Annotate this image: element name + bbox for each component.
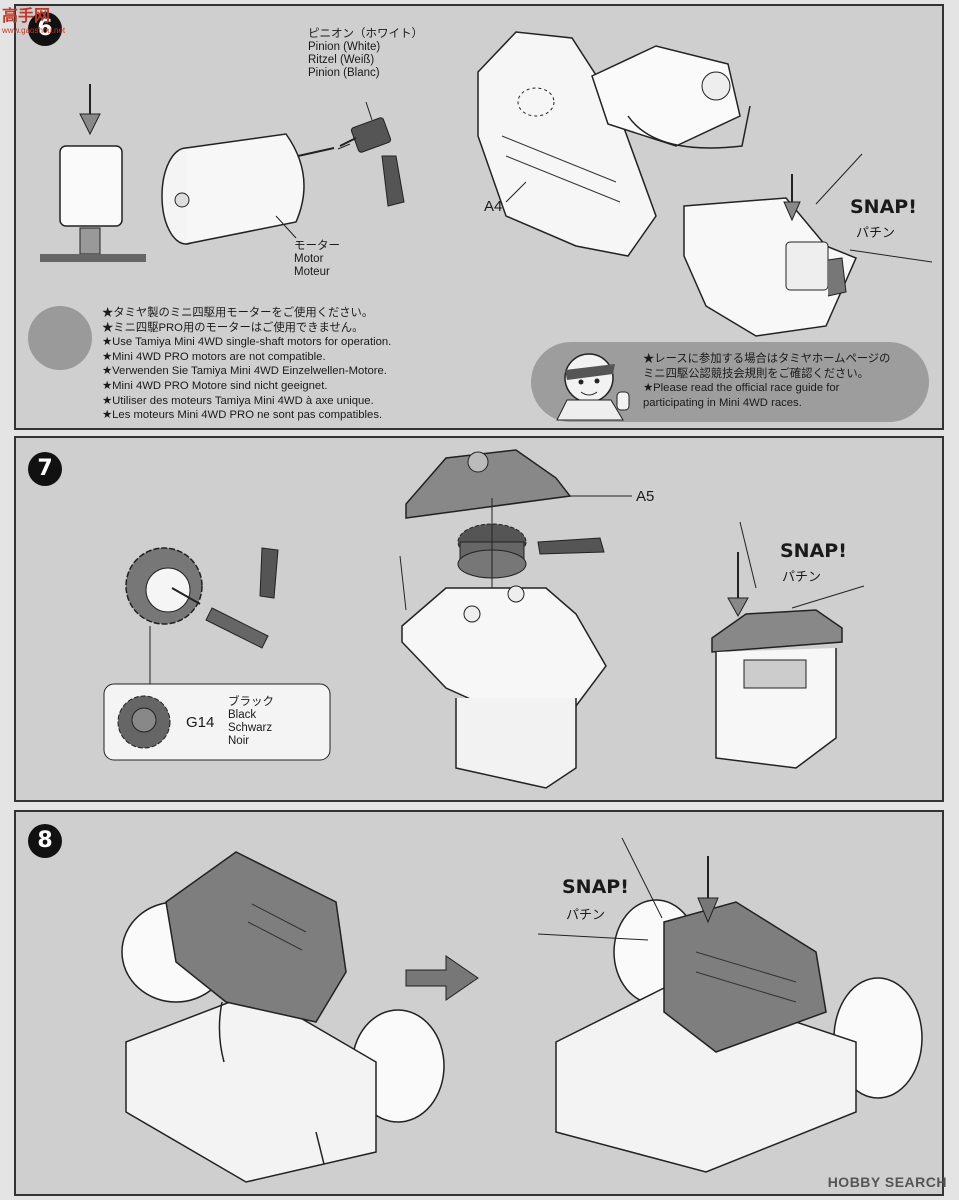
pinion-label-de: Ritzel (Weiß) <box>308 54 375 66</box>
color-label-en: Black <box>228 709 257 721</box>
race-notice-box: ★レースに参加する場合はタミヤホームページの ミニ四駆公認競技会規則をご確認くだ… <box>531 342 929 422</box>
watermark-top-sub: www.gaoshou.net <box>2 26 66 35</box>
step-number: 7 <box>28 452 62 486</box>
snap-label: SNAP! <box>850 196 917 218</box>
cover-a5-drawing <box>405 449 632 519</box>
race-note-line: participating in Mini 4WD races. <box>643 396 802 409</box>
motor-drawing <box>161 133 335 245</box>
color-label-jp: ブラック <box>228 696 274 708</box>
color-label-de: Schwarz <box>228 722 273 734</box>
step-number: 8 <box>28 824 62 858</box>
gear-drawing <box>457 498 605 598</box>
motor-label: モーター Motor Moteur <box>294 240 340 279</box>
pinion-label-fr: Pinion (Blanc) <box>308 67 380 79</box>
mascot-icon <box>556 353 630 421</box>
gearbox-a4-drawing <box>477 31 657 257</box>
part-a4-label: A4 <box>484 198 503 215</box>
note-line: ★Mini 4WD PRO Motore sind nicht geeignet… <box>102 379 328 392</box>
chassis-left-drawing <box>121 851 445 1183</box>
note-line: ★Verwenden Sie Tamiya Mini 4WD Einzelwel… <box>102 365 387 378</box>
snap-detail-drawing <box>683 174 857 337</box>
snap-label: SNAP! <box>780 540 847 562</box>
part-g14-label: G14 <box>186 714 215 731</box>
motor-top-drawing <box>591 45 751 149</box>
race-notice-text: ★レースに参加する場合はタミヤホームページの ミニ四駆公認競技会規則をご確認くだ… <box>643 352 890 410</box>
next-arrow-icon <box>405 955 479 1001</box>
step-6-illustration <box>28 31 933 370</box>
step-7-panel: 7 A5 G14 ブラック Black Schwarz Noir SNAP! パ… <box>14 436 944 802</box>
part-a5-label: A5 <box>636 488 655 505</box>
step-8-panel: 8 SNAP! パチン <box>14 810 944 1196</box>
note-line: ★Utiliser des moteurs Tamiya Mini 4WD à … <box>102 394 374 407</box>
pinion-drawing <box>337 117 392 153</box>
race-note-line: ★Please read the official race guide for <box>643 382 840 394</box>
race-note-line: ★レースに参加する場合はタミヤホームページの <box>643 353 891 365</box>
watermark-top-text: 高手网 <box>2 8 51 25</box>
note-line: ★タミヤ製のミニ四駆用モーターをご使用ください。 <box>102 307 374 319</box>
snap-label: SNAP! <box>562 876 629 898</box>
step-number: 6 <box>28 12 62 46</box>
color-label: ブラック Black Schwarz Noir <box>228 696 274 748</box>
motor-label-fr: Moteur <box>294 266 330 278</box>
gearbox-drawing <box>399 555 607 789</box>
motor-label-en: Motor <box>294 253 324 265</box>
note-line: ★ミニ四駆PRO用のモーターはご使用できません。 <box>102 321 364 334</box>
note-line: ★Mini 4WD PRO motors are not compatible. <box>102 350 326 363</box>
motor-notes: ★タミヤ製のミニ四駆用モーターをご使用ください。 ★ミニ四駆PRO用のモーターは… <box>102 306 391 423</box>
watermark-top-logo: 高手网 www.gaoshou.net <box>2 2 65 35</box>
step-8-illustration <box>121 837 923 1183</box>
note-line: ★Use Tamiya Mini 4WD single-shaft motors… <box>102 336 392 349</box>
note-line: ★Les moteurs Mini 4WD PRO ne sont pas co… <box>102 409 383 422</box>
motor-label-jp: モーター <box>294 240 340 252</box>
snap-label-jp: パチン <box>782 569 822 584</box>
watermark-bottom-logo: HOBBY SEARCH <box>827 1174 947 1190</box>
snap-label-jp: パチン <box>566 907 606 922</box>
gear-shaft-drawing <box>125 547 279 649</box>
step-6-panel: 6 ピニオン（ホワイト） Pinion (White) Ritzel (Weiß… <box>14 4 944 430</box>
caution-seal <box>28 306 92 370</box>
pinion-label-jp: ピニオン（ホワイト） <box>308 28 423 40</box>
color-label-fr: Noir <box>228 735 250 747</box>
pinion-label: ピニオン（ホワイト） Pinion (White) Ritzel (Weiß) … <box>308 28 423 80</box>
race-note-line: ミニ四駆公認競技会規則をご確認ください。 <box>643 367 869 380</box>
snap-detail-drawing <box>711 552 843 769</box>
pinion-label-en: Pinion (White) <box>308 41 381 53</box>
step-7-illustration <box>103 449 865 789</box>
chassis-right-drawing <box>555 856 923 1173</box>
snap-label-jp: パチン <box>856 225 896 240</box>
